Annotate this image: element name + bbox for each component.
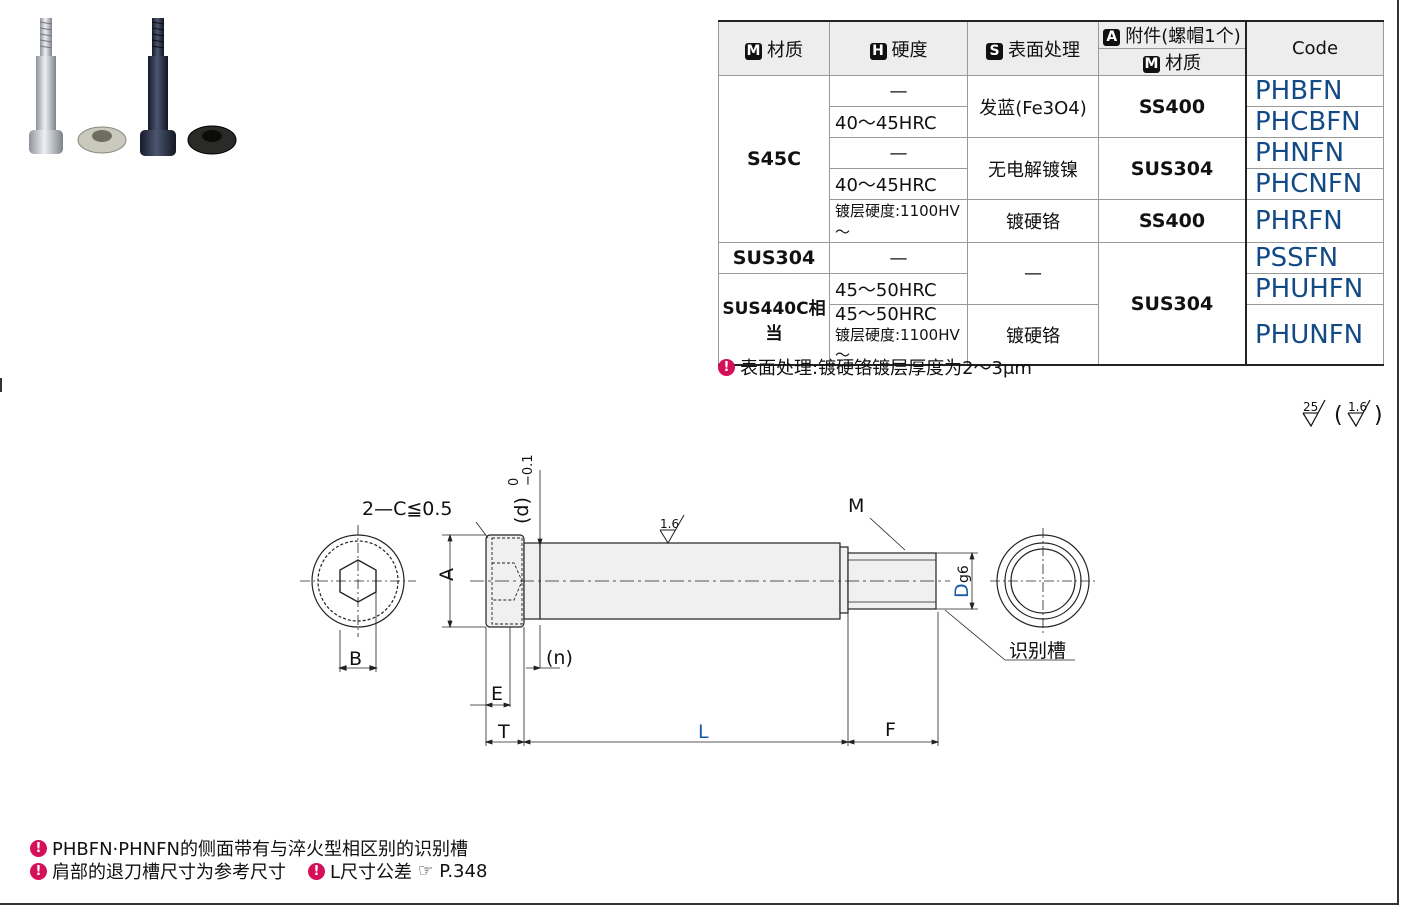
code-cell: PSSFN [1245,242,1384,274]
info-pin-icon: ! [308,862,325,880]
material-cell: SUS440C相当 [718,273,830,366]
code-cell: PHCNFN [1245,168,1384,200]
material-cell: S45C [718,75,830,243]
nut-material-cell: SUS304 [1098,242,1247,366]
material-key-badge: M [745,42,762,60]
header-accessory-material: M 材质 [1098,48,1247,76]
header-surface: S 表面处理 [967,20,1099,76]
info-pin-icon: ! [30,862,47,880]
surface-key-badge: S [986,42,1003,60]
info-pin-icon: ! [30,839,47,857]
hardness-cell: — [829,137,968,169]
table-note-text: 表面处理:镀硬铬镀层厚度为2～3μm [740,358,1032,379]
surface-cell: 无电解镀镍 [967,137,1099,200]
hardness-cell: 40～45HRC [829,106,968,138]
code-cell: PHBFN [1245,75,1384,107]
table-note: ! 表面处理:镀硬铬镀层厚度为2～3μm [718,354,1032,380]
header-code: Code [1245,20,1384,76]
surface-cell: — [967,242,1099,305]
header-surface-label: 表面处理 [1008,39,1080,61]
header-material-label: 材质 [767,39,803,61]
hardness-cell: 镀层硬度:1100HV～ [829,199,968,243]
material-cell: SUS304 [718,242,830,274]
footer-note-2: ! 肩部的退刀槽尺寸为参考尺寸 ! L尺寸公差 ☞ P.348 [30,858,487,884]
hardness-cell: 45～50HRC [829,273,968,305]
nut-material-cell: SUS304 [1098,137,1247,200]
edge-mark [0,378,2,392]
header-accessory-material-label: 材质 [1165,53,1201,74]
header-material: M 材质 [718,20,830,76]
code-cell: PHUNFN [1245,304,1384,366]
surface-cell: 镀硬铬 [967,199,1099,243]
footer-page-ref[interactable]: P.348 [439,860,488,882]
hardness-cell: — [829,242,968,274]
footer-note-1: ! PHBFN·PHNFN的侧面带有与淬火型相区别的识别槽 [30,835,468,861]
hardness-value: 45～50HRC [835,304,937,325]
code-cell: PHCBFN [1245,106,1384,138]
footer-note-1-text: PHBFN·PHNFN的侧面带有与淬火型相区别的识别槽 [52,839,468,860]
hardness-cell: — [829,75,968,107]
nut-material-cell: SS400 [1098,199,1247,243]
pointing-hand-icon: ☞ [418,861,434,881]
header-accessory-label: 附件(螺帽1个) [1125,26,1241,47]
code-cell: PHUHFN [1245,273,1384,305]
footer-note-3-text: L尺寸公差 [330,862,413,883]
accessory-material-key-badge: M [1143,56,1160,73]
nut-material-cell: SS400 [1098,75,1247,138]
code-cell: PHNFN [1245,137,1384,169]
product-photo [29,18,237,156]
code-cell: PHRFN [1245,199,1384,243]
surface-cell: 发蓝(Fe3O4) [967,75,1099,138]
accessory-key-badge: A [1103,29,1121,46]
coating-hardness: 镀层硬度:1100HV～ [835,325,960,364]
hardness-cell: 40～45HRC [829,168,968,200]
hardness-key-badge: H [869,42,887,60]
info-pin-icon: ! [718,358,735,376]
header-hardness-label: 硬度 [891,39,928,61]
surface-cell: 镀硬铬 [967,304,1099,366]
footer-note-2-text: 肩部的退刀槽尺寸为参考尺寸 [52,862,286,883]
